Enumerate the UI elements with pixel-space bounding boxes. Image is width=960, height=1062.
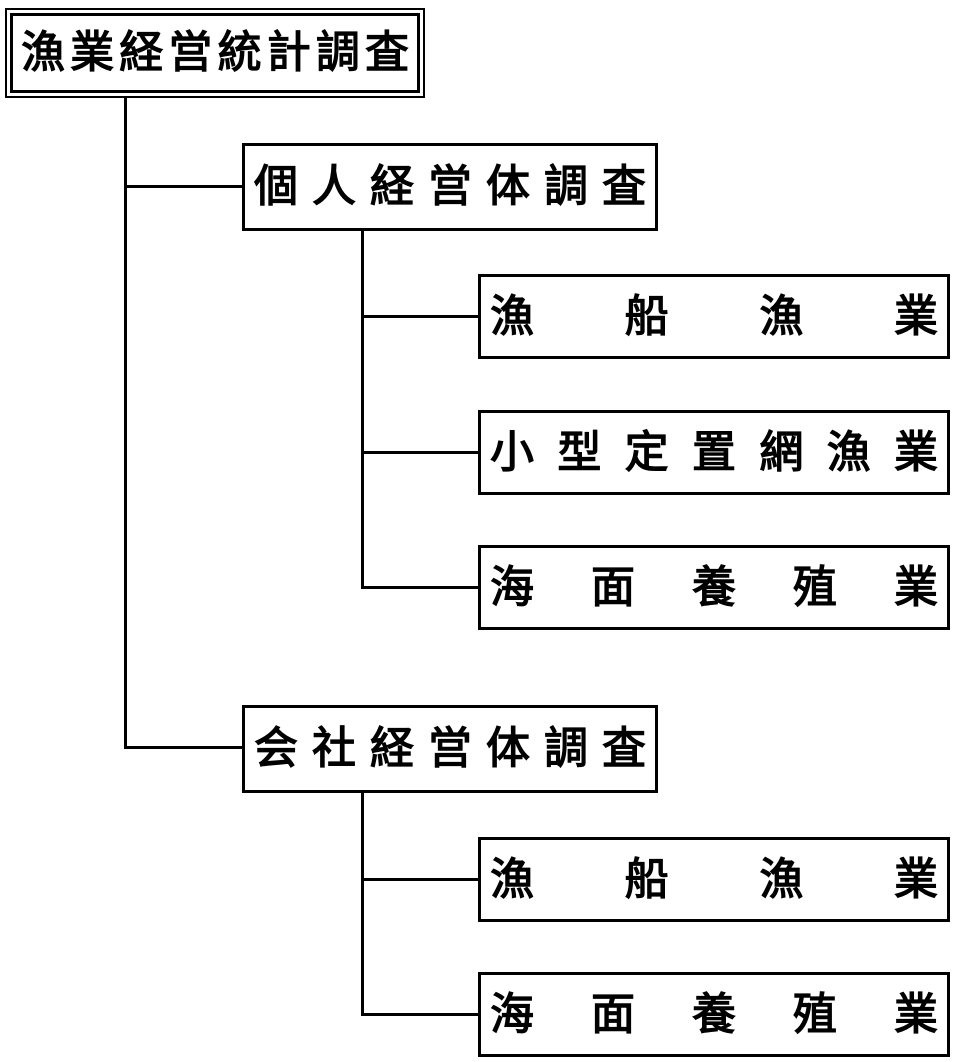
node-branch1-child3: 海面養殖業 — [478, 545, 950, 630]
node-root: 漁業経営統計調査 — [5, 8, 425, 98]
node-branch2: 会社経営体調査 — [242, 705, 658, 793]
connector-branch1-child2-horizontal — [361, 451, 478, 454]
node-branch2-child1: 漁船漁業 — [478, 837, 950, 922]
connector-branch1-vertical — [361, 231, 364, 589]
node-branch2-child2-label: 海面養殖業 — [490, 989, 938, 1039]
connector-branch1-horizontal — [124, 185, 242, 188]
node-branch1-child1-label: 漁船漁業 — [490, 291, 938, 341]
node-branch1-child2: 小型定置網漁業 — [478, 410, 950, 495]
node-root-frame: 漁業経営統計調査 — [10, 13, 420, 93]
node-branch1-child2-label: 小型定置網漁業 — [490, 427, 938, 477]
node-branch2-child1-label: 漁船漁業 — [490, 854, 938, 904]
node-branch1-child1: 漁船漁業 — [478, 274, 950, 359]
node-branch1-child3-label: 海面養殖業 — [490, 562, 938, 612]
node-root-label: 漁業経営統計調査 — [21, 28, 409, 77]
node-branch2-child2: 海面養殖業 — [478, 972, 950, 1057]
connector-main-vertical — [124, 96, 127, 749]
node-branch1-label: 個人経営体調査 — [254, 162, 646, 211]
node-branch1: 個人経営体調査 — [242, 143, 658, 231]
connector-branch1-child3-horizontal — [361, 586, 478, 589]
node-branch2-label: 会社経営体調査 — [254, 724, 646, 773]
connector-branch2-vertical — [361, 793, 364, 1016]
connector-branch2-child2-horizontal — [361, 1013, 478, 1016]
connector-branch2-horizontal — [124, 746, 242, 749]
connector-branch2-child1-horizontal — [361, 878, 478, 881]
connector-branch1-child1-horizontal — [361, 315, 478, 318]
